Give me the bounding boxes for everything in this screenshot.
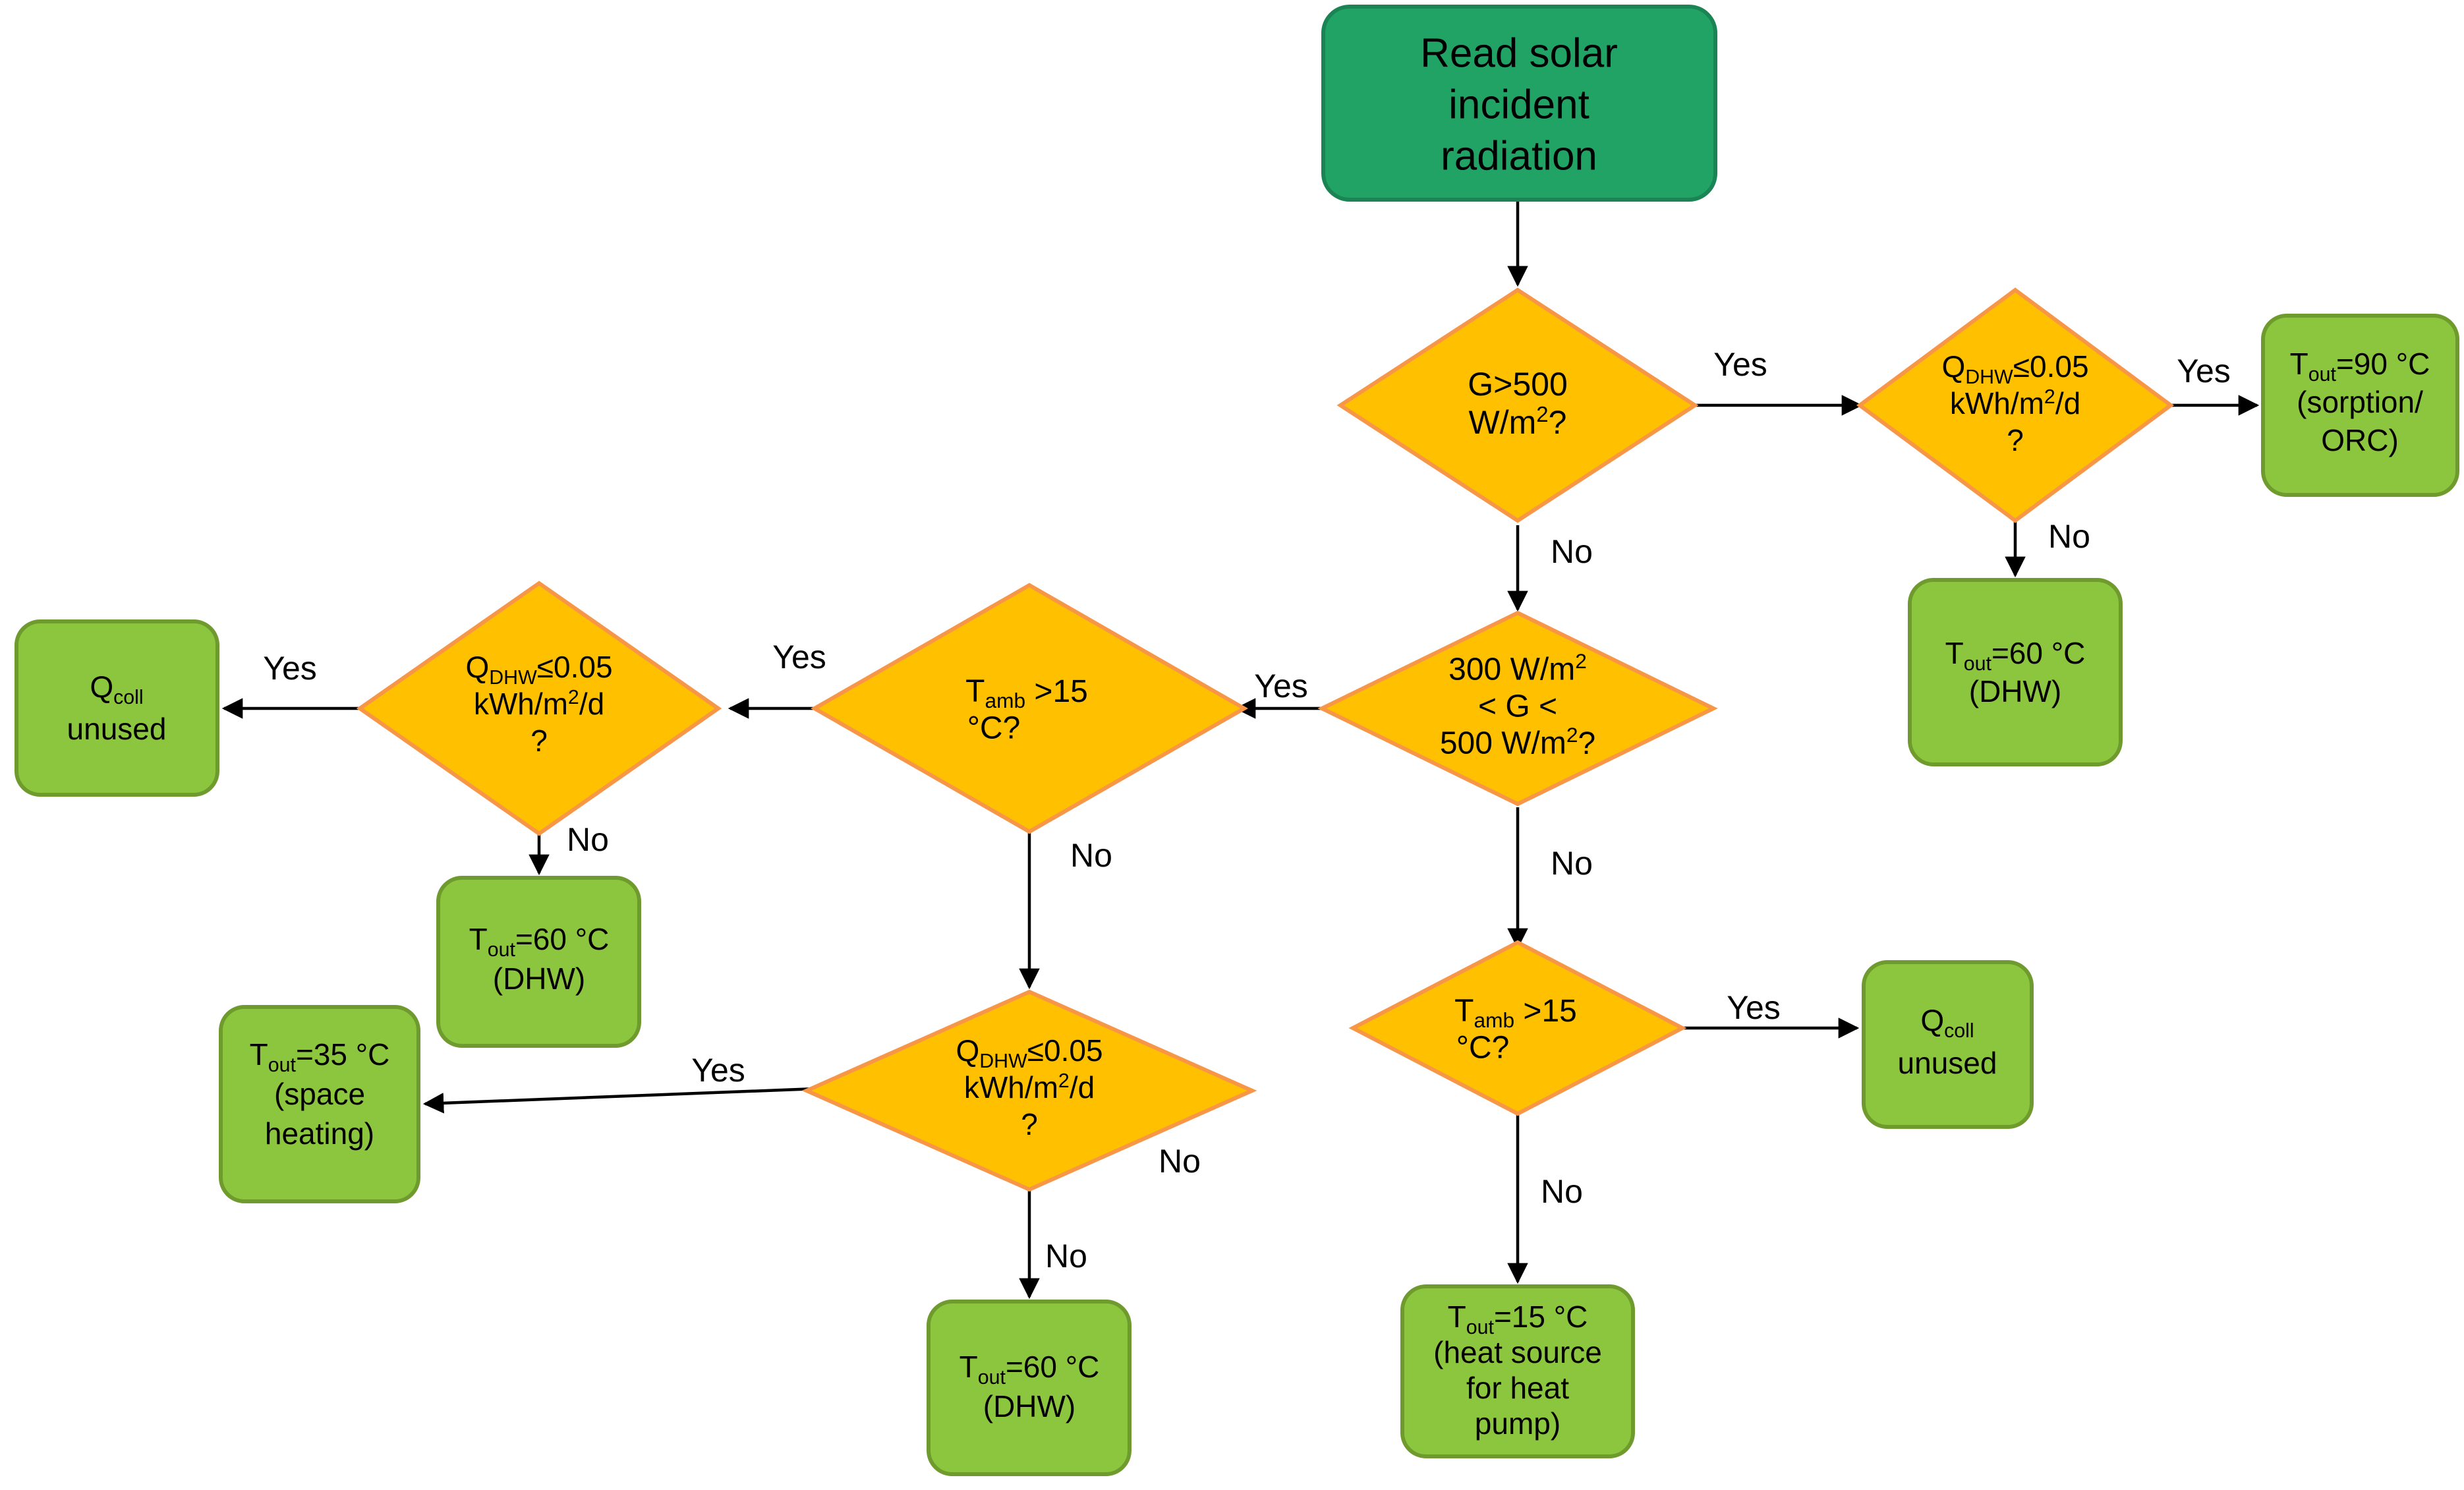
terminal-qcoll-left-line-2: unused (67, 712, 167, 746)
terminal-qcoll-right-line-2: unused (1898, 1046, 1997, 1080)
decision-qdhw-left-shape (356, 581, 722, 836)
decision-qdhw-top-line-2: kWh/m2/d (1950, 386, 2080, 420)
terminal-t35c-line-3: heating) (265, 1116, 374, 1151)
terminal-t15c-line-2: (heat source (1433, 1335, 1602, 1369)
terminal-t60c-top-line-1: Tout=60 °C (1945, 636, 2086, 675)
terminal-t60c-left-shape (436, 876, 641, 1048)
edge-label-qdhwbottom-no-down: No (1045, 1238, 1087, 1275)
terminal-t35c-shape (219, 1005, 420, 1203)
start-line-3: radiation (1441, 133, 1597, 179)
terminal-t90c-shape (2261, 314, 2459, 497)
decision-tamb-mid-line-1: Tamb >15 (965, 674, 1088, 713)
decision-tamb-right-line-1: Tamb >15 (1454, 994, 1577, 1033)
terminal-qcoll-left-shape (14, 619, 219, 797)
edge-label-qdhwleft-no: No (567, 821, 609, 858)
terminal-t60c-bottom-shape (927, 1300, 1132, 1476)
edge-qdhwbottom-yes (422, 1085, 851, 1114)
start-shape (1321, 5, 1717, 202)
node-start[interactable]: Read solar incident radiation (1321, 5, 1717, 202)
decision-tamb-mid-shape (810, 583, 1249, 834)
terminal-t60c-bottom-line-2: (DHW) (983, 1389, 1076, 1423)
edge-label-g500-yes: Yes (1713, 346, 1767, 383)
decision-qdhw-top-shape (1856, 287, 2175, 523)
decision-qdhw-bottom-line-3: ? (1021, 1107, 1038, 1141)
terminal-qcoll-right-shape (1862, 960, 2034, 1129)
terminal-qcoll-left-line-1: Qcoll (90, 670, 143, 708)
edge-label-tambright-yes: Yes (1727, 989, 1781, 1026)
start-line-2: incident (1448, 82, 1590, 127)
decision-tamb-mid-line-2: °C? (967, 711, 1021, 746)
terminal-t35c-line-2: (space (274, 1077, 365, 1111)
edge-label-g300-no: No (1551, 845, 1593, 882)
decision-qdhw-bottom-shape (801, 989, 1257, 1192)
edge-label-qdhwleft-yes: Yes (263, 650, 317, 687)
node-decision-qdhw-bottom[interactable]: QDHW≤0.05 kWh/m2/d ? (801, 989, 1257, 1192)
terminal-t60c-top-line-2: (DHW) (1969, 674, 2062, 708)
terminal-t90c-line-2: (sorption/ (2297, 385, 2423, 419)
decision-tamb-right-line-2: °C? (1456, 1031, 1510, 1066)
start-line-1: Read solar (1420, 30, 1618, 76)
edge-label-tambmid-yes: Yes (772, 639, 826, 675)
edge-label-qdhwtop-yes: Yes (2177, 353, 2231, 389)
decision-g300-500-line-2: < G < (1478, 689, 1557, 724)
terminal-t15c-line-1: Tout=15 °C (1448, 1300, 1588, 1338)
node-decision-qdhw-left[interactable]: QDHW≤0.05 kWh/m2/d ? (356, 581, 722, 836)
decision-qdhw-top-line-3: ? (2007, 423, 2024, 457)
decision-g500-shape (1336, 287, 1699, 523)
decision-qdhw-left-line-3: ? (530, 724, 548, 758)
edge-label-qdhwbottom-yes: Yes (691, 1052, 745, 1089)
terminal-t60c-bottom-line-1: Tout=60 °C (960, 1350, 1100, 1389)
edge-label-tambright-no: No (1541, 1173, 1583, 1210)
node-terminal-t35c[interactable]: Tout=35 °C (space heating) (219, 1005, 420, 1203)
edge-labels: Yes No Yes No Yes No Yes No Yes No Yes N… (263, 346, 2231, 1275)
node-decision-tamb-right[interactable]: Tamb >15 °C? (1348, 940, 1687, 1116)
node-decision-g300-500[interactable]: 300 W/m2 < G < 500 W/m2? (1317, 610, 1718, 807)
decision-g300-500-shape (1317, 610, 1718, 807)
node-decision-qdhw-top[interactable]: QDHW≤0.05 kWh/m2/d ? (1856, 287, 2175, 523)
edge-label-qdhwbottom-no-right: No (1159, 1143, 1201, 1180)
edge-label-g300-yes: Yes (1254, 668, 1308, 704)
decision-qdhw-left-line-2: kWh/m2/d (474, 687, 604, 721)
decision-g300-500-line-1: 300 W/m2 (1448, 649, 1587, 687)
terminal-t60c-left-line-2: (DHW) (493, 961, 586, 996)
edge-label-g500-no: No (1551, 533, 1593, 570)
node-terminal-t60c-top[interactable]: Tout=60 °C (DHW) (1908, 578, 2123, 766)
node-decision-g500[interactable]: G>500 W/m2? (1336, 287, 1699, 523)
node-terminal-qcoll-right[interactable]: Qcoll unused (1862, 960, 2034, 1129)
terminal-t15c-shape (1400, 1284, 1635, 1458)
decision-qdhw-top-line-1: QDHW≤0.05 (1941, 349, 2088, 388)
decision-qdhw-bottom-line-1: QDHW≤0.05 (956, 1033, 1103, 1072)
node-terminal-t60c-left[interactable]: Tout=60 °C (DHW) (436, 876, 641, 1048)
decision-g500-line-1: G>500 (1468, 366, 1568, 403)
node-terminal-t60c-bottom[interactable]: Tout=60 °C (DHW) (927, 1300, 1132, 1476)
terminal-t15c-line-4: pump) (1475, 1406, 1561, 1441)
edge-label-qdhwtop-no: No (2048, 518, 2090, 555)
edge-label-tambmid-no: No (1070, 837, 1112, 874)
decision-tamb-right-shape (1348, 940, 1687, 1116)
terminal-t90c-line-3: ORC) (2321, 423, 2399, 457)
decision-qdhw-bottom-line-2: kWh/m2/d (964, 1070, 1095, 1104)
decision-qdhw-left-line-1: QDHW≤0.05 (465, 650, 612, 689)
node-terminal-t90c[interactable]: Tout=90 °C (sorption/ ORC) (2261, 314, 2459, 497)
node-decision-tamb-mid[interactable]: Tamb >15 °C? (810, 583, 1249, 834)
terminal-t60c-top-shape (1908, 578, 2123, 766)
node-terminal-qcoll-left[interactable]: Qcoll unused (14, 619, 219, 797)
node-terminal-t15c[interactable]: Tout=15 °C (heat source for heat pump) (1400, 1284, 1635, 1458)
terminal-t15c-line-3: for heat (1466, 1371, 1569, 1405)
decision-g500-line-2: W/m2? (1469, 402, 1567, 441)
